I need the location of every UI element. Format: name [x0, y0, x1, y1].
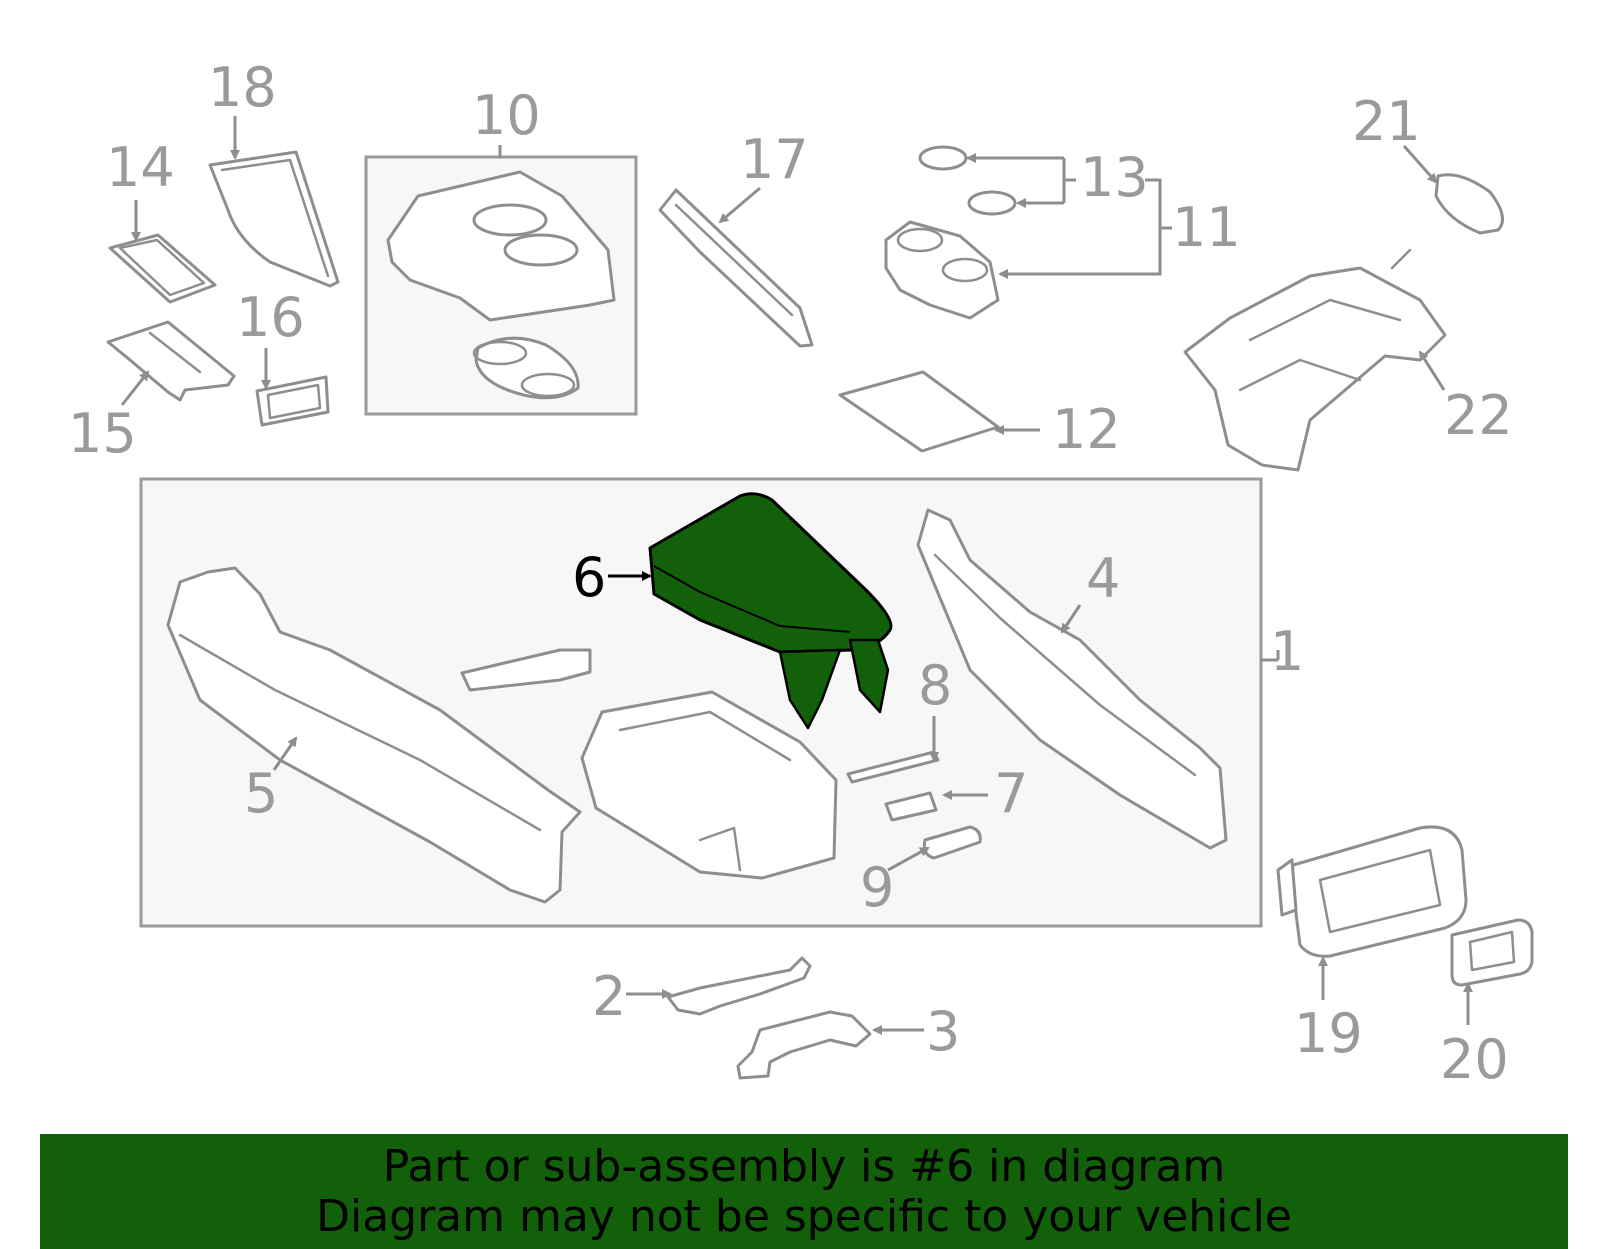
callout-20[interactable]: 20: [1440, 1028, 1509, 1091]
callout-17[interactable]: 17: [740, 128, 809, 191]
banner-line-1: Part or sub-assembly is #6 in diagram: [382, 1141, 1226, 1192]
callout-10[interactable]: 10: [472, 84, 541, 147]
part-19-vent-bezel[interactable]: [1276, 825, 1468, 958]
part-11-cup-insert[interactable]: [884, 220, 1000, 320]
part-22-shifter[interactable]: [1183, 248, 1447, 472]
part-17-trim-strip[interactable]: [658, 188, 814, 348]
callout-3[interactable]: 3: [926, 1000, 960, 1063]
callout-13[interactable]: 13: [1080, 146, 1149, 209]
callout-12[interactable]: 12: [1052, 398, 1121, 461]
callout-15[interactable]: 15: [68, 402, 137, 465]
callout-labels: 1 2 3 4 5 6 7 8 9 10 11 12 13 14 15 16 1…: [68, 56, 1513, 1091]
callout-19[interactable]: 19: [1294, 1002, 1363, 1065]
callout-9[interactable]: 9: [860, 856, 894, 919]
part-15-bracket[interactable]: [106, 320, 236, 402]
callout-1[interactable]: 1: [1270, 620, 1304, 683]
callout-2[interactable]: 2: [592, 965, 626, 1028]
part-6-armrest-lid[interactable]: [648, 492, 893, 730]
callout-11[interactable]: 11: [1172, 196, 1241, 259]
part-3-bracket[interactable]: [736, 1010, 872, 1080]
part-10-cup-panel[interactable]: [386, 170, 616, 400]
callout-21[interactable]: 21: [1352, 90, 1421, 153]
callout-5[interactable]: 5: [244, 762, 278, 825]
part-14-bezel[interactable]: [108, 233, 217, 304]
callout-6[interactable]: 6: [572, 546, 606, 609]
part-console-bin[interactable]: [580, 690, 838, 880]
part-21-shift-knob[interactable]: [1434, 173, 1504, 235]
part-12-mat[interactable]: [838, 370, 1000, 453]
callout-16[interactable]: 16: [236, 286, 305, 349]
part-small-bracket[interactable]: [460, 648, 592, 692]
part-5-side-panel[interactable]: [166, 566, 582, 904]
banner-line-2: Diagram may not be specific to your vehi…: [316, 1191, 1292, 1242]
callout-8[interactable]: 8: [918, 654, 952, 717]
part-20-switch[interactable]: [1450, 918, 1534, 987]
callout-22[interactable]: 22: [1444, 384, 1513, 447]
part-16-switch[interactable]: [255, 375, 330, 427]
callout-18[interactable]: 18: [208, 56, 277, 119]
leader-lines: [120, 116, 1473, 1035]
part-2-bracket[interactable]: [666, 956, 812, 1016]
part-4-side-panel[interactable]: [916, 508, 1228, 850]
part-7-clip[interactable]: [884, 791, 938, 822]
callout-14[interactable]: 14: [106, 136, 175, 199]
part-13-rings[interactable]: [918, 145, 1017, 216]
info-banner: Part or sub-assembly is #6 in diagram Di…: [40, 1134, 1568, 1249]
callout-4[interactable]: 4: [1086, 547, 1120, 610]
part-18-trim-panel[interactable]: [208, 150, 340, 288]
callout-7[interactable]: 7: [994, 762, 1028, 825]
